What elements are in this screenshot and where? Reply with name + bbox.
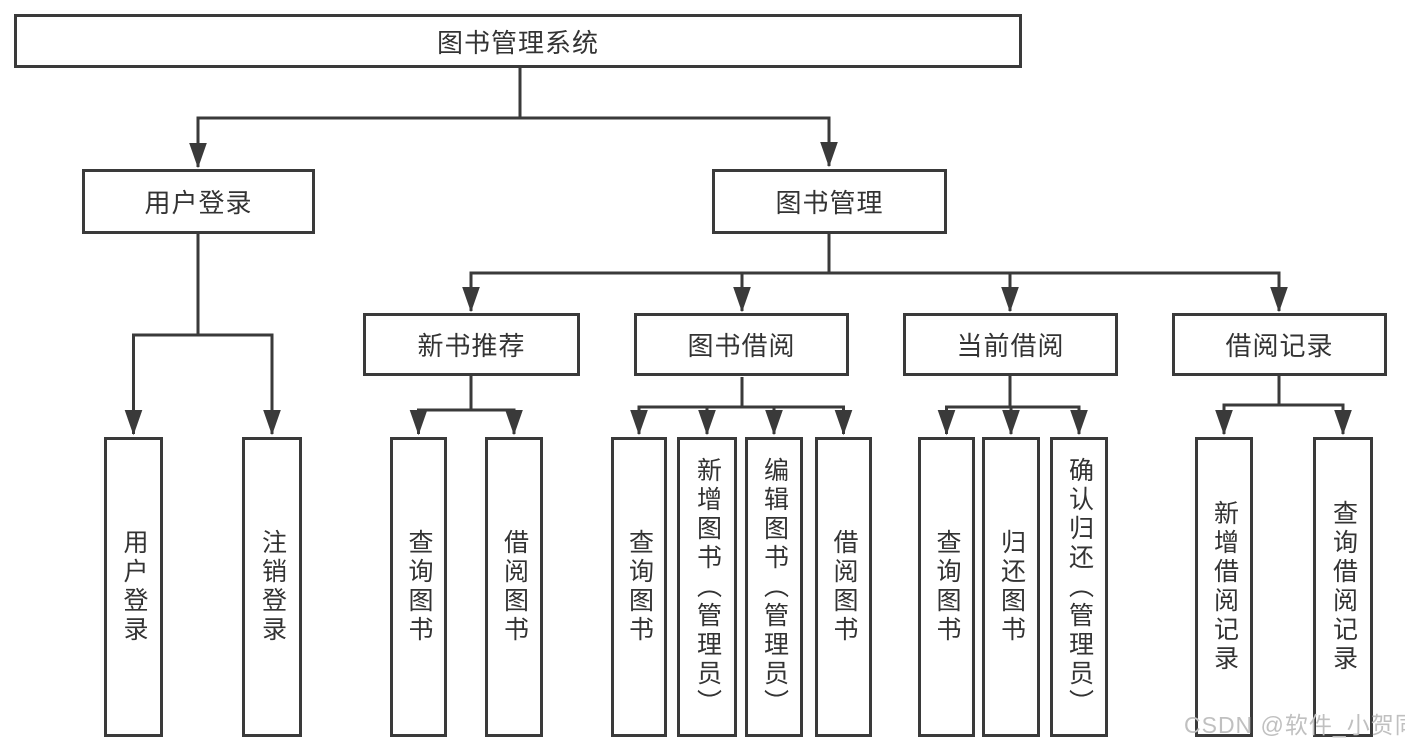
leaf-label: 确认归还（管理员） bbox=[1065, 456, 1094, 718]
leaf-label: 查询图书 bbox=[405, 529, 433, 645]
leaf-label: 借阅图书 bbox=[830, 529, 858, 645]
csdn-watermark: CSDN @软件_小贺同学 bbox=[1184, 712, 1405, 738]
leaf-user-login: 用户登录 bbox=[104, 437, 163, 737]
node-new-book-recommendation: 新书推荐 bbox=[363, 313, 580, 376]
leaf-edit-books-admin: 编辑图书（管理员） bbox=[745, 437, 803, 737]
leaf-add-borrow-record: 新增借阅记录 bbox=[1195, 437, 1253, 737]
leaf-label: 查询借阅记录 bbox=[1329, 500, 1358, 674]
node-book-management: 图书管理 bbox=[712, 169, 947, 234]
node-library-management-system: 图书管理系统 bbox=[14, 14, 1022, 68]
leaf-logout: 注销登录 bbox=[242, 437, 302, 737]
leaf-borrow-books: 借阅图书 bbox=[485, 437, 543, 737]
leaf-query-borrow-record: 查询借阅记录 bbox=[1313, 437, 1373, 737]
node-current-borrowing: 当前借阅 bbox=[903, 313, 1118, 376]
leaf-return-books: 归还图书 bbox=[982, 437, 1040, 737]
leaf-label: 查询图书 bbox=[625, 529, 654, 645]
node-borrowing-records: 借阅记录 bbox=[1172, 313, 1387, 376]
leaf-query-books: 查询图书 bbox=[918, 437, 975, 737]
leaf-label: 借阅图书 bbox=[500, 529, 529, 645]
leaf-label: 用户登录 bbox=[120, 529, 148, 645]
leaf-add-books-admin: 新增图书（管理员） bbox=[677, 437, 737, 737]
node-book-borrowing: 图书借阅 bbox=[634, 313, 849, 376]
leaf-label: 归还图书 bbox=[997, 529, 1026, 645]
leaf-query-books: 查询图书 bbox=[611, 437, 667, 737]
leaf-query-books: 查询图书 bbox=[390, 437, 447, 737]
leaf-label: 新增借阅记录 bbox=[1210, 500, 1239, 674]
leaf-label: 查询图书 bbox=[933, 529, 961, 645]
leaf-label: 注销登录 bbox=[258, 529, 287, 645]
leaf-label: 新增图书（管理员） bbox=[693, 456, 722, 718]
leaf-confirm-return-admin: 确认归还（管理员） bbox=[1050, 437, 1108, 737]
leaf-borrow-books: 借阅图书 bbox=[815, 437, 872, 737]
node-user-login: 用户登录 bbox=[82, 169, 315, 234]
leaf-label: 编辑图书（管理员） bbox=[760, 456, 789, 718]
